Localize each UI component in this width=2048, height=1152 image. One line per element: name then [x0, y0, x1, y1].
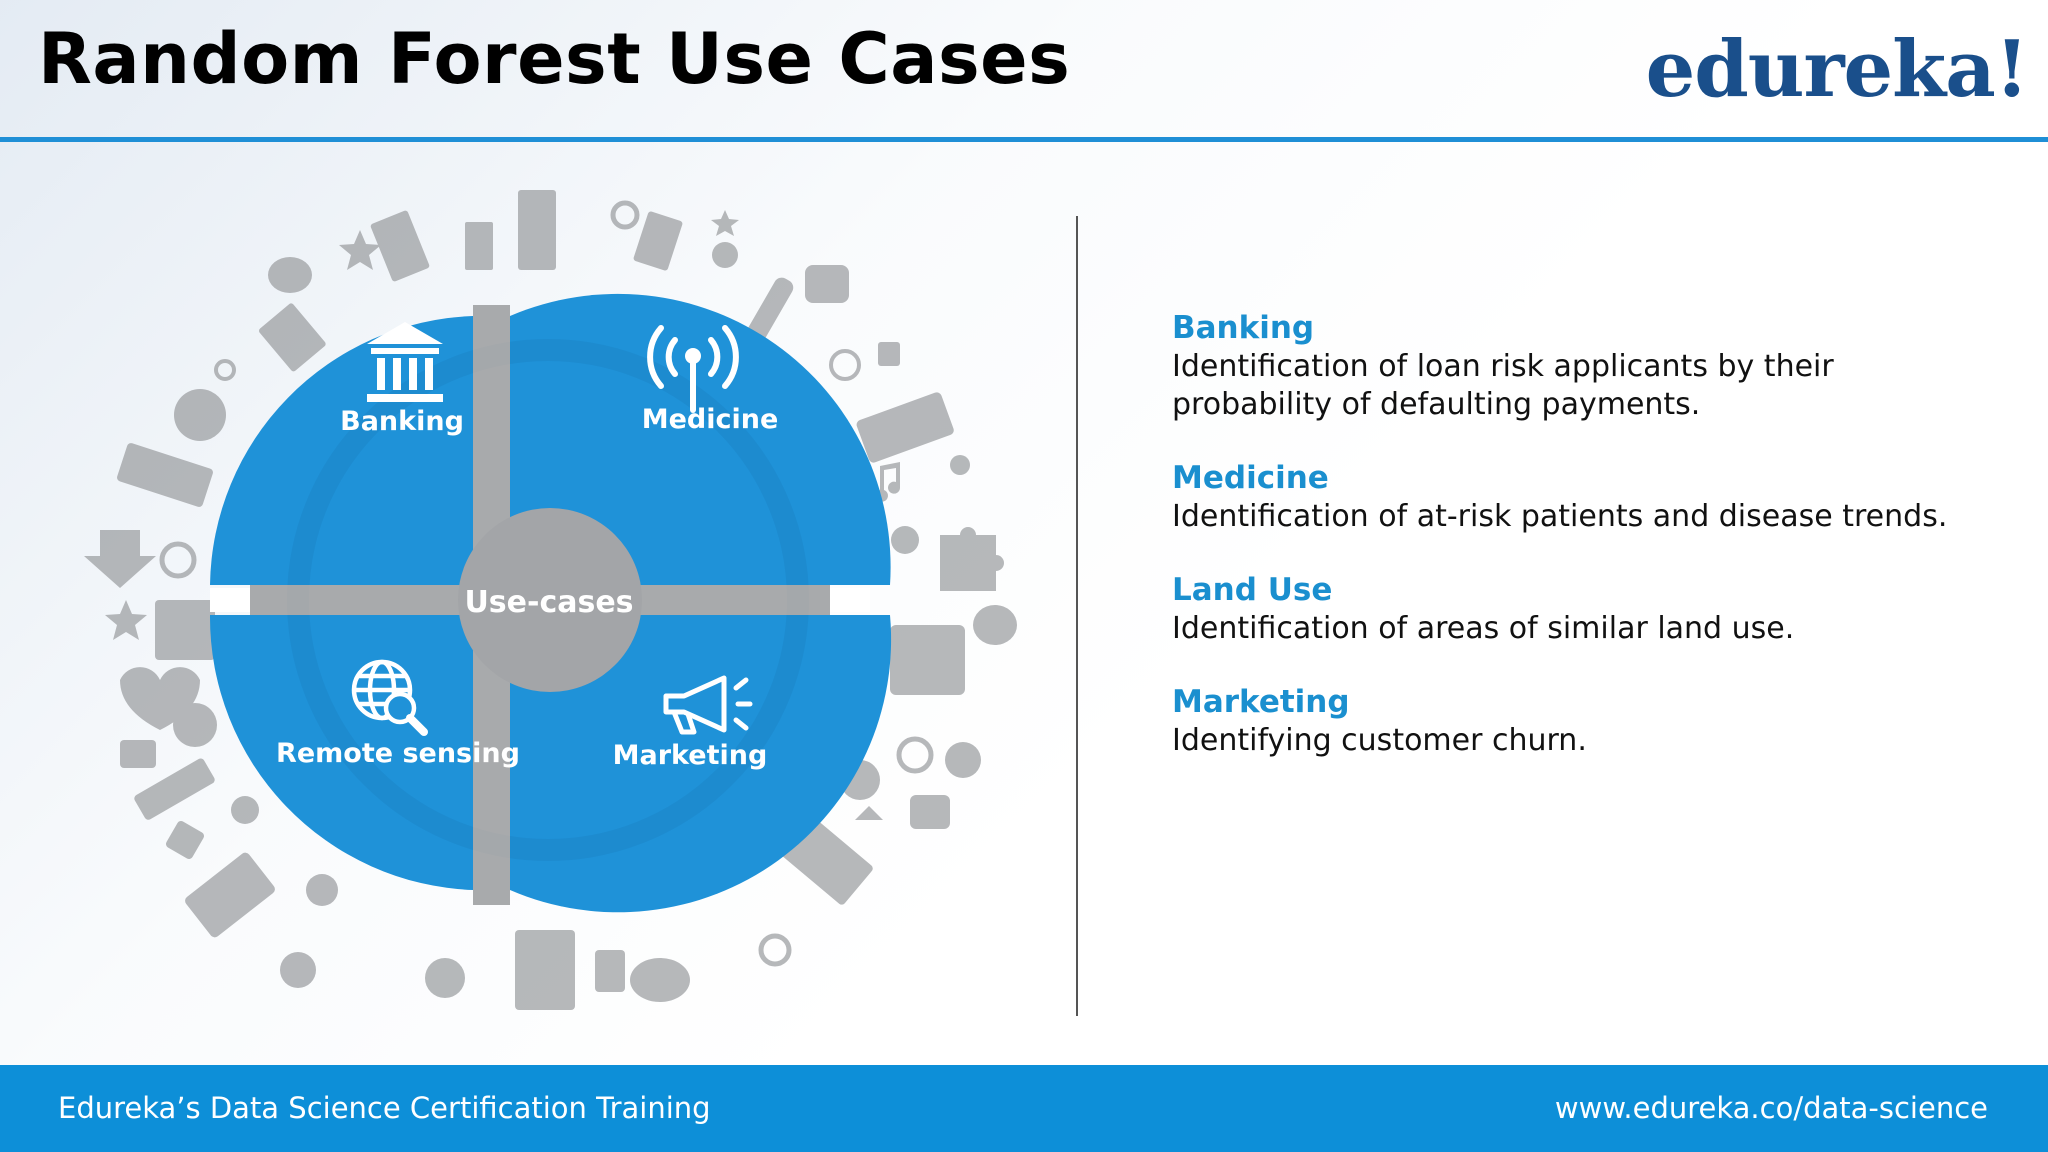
quadrant-label-medicine: Medicine [642, 404, 779, 435]
building-icon [465, 222, 493, 270]
film-reel-icon [173, 703, 217, 747]
use-case-banking: Banking Identification of loan risk appl… [1172, 308, 2032, 424]
bank-icon [367, 322, 443, 402]
megaphone-icon [663, 675, 753, 735]
download-icon [878, 342, 900, 366]
cloud-icon [973, 605, 1017, 645]
calculator-icon [595, 950, 625, 992]
use-case-text: Identification of at-risk patients and d… [1172, 499, 1948, 534]
quadrant-marketing [510, 615, 892, 913]
chat-icon [805, 265, 849, 303]
building-icon [155, 600, 215, 660]
quadrant-disc [209, 293, 892, 913]
clock-icon [214, 359, 236, 381]
music-icon [876, 462, 900, 502]
building-icon [890, 625, 965, 695]
use-case-text: probability of defaulting payments. [1172, 387, 1701, 422]
building-icon [856, 392, 954, 463]
globe-search-icon [351, 659, 428, 736]
building-icon [518, 190, 556, 270]
use-case-text: Identification of loan risk applicants b… [1172, 349, 1834, 384]
chat-icon [910, 795, 950, 829]
drop-icon [950, 455, 970, 475]
use-case-marketing: Marketing Identifying customer churn. [1172, 682, 2032, 760]
keyboard-icon [185, 852, 275, 938]
search-icon [610, 200, 640, 230]
puzzle-icon [940, 527, 1004, 591]
building-icon [633, 211, 683, 271]
stopwatch-icon [896, 736, 934, 774]
use-case-descriptions: Banking Identification of loan risk appl… [1172, 308, 2032, 794]
cloud-icon [630, 958, 690, 1002]
building-icon [134, 758, 215, 820]
footer-bar: Edureka’s Data Science Certification Tra… [0, 1065, 2048, 1152]
use-case-text: Identification of areas of similar land … [1172, 611, 1795, 646]
quadrant-label-marketing: Marketing [613, 740, 768, 771]
star-icon [711, 210, 739, 236]
clock-icon [829, 349, 861, 381]
signal-tower-icon [647, 325, 739, 413]
video-icon [174, 389, 226, 441]
percent-icon [425, 958, 465, 998]
use-cases-diagram: Banking Medicine Remote sensing Marketin… [84, 190, 1017, 1010]
arrow-down-icon [84, 530, 156, 588]
building-icon [515, 930, 575, 1010]
use-case-title: Medicine [1172, 460, 1329, 496]
quadrant-banking [210, 316, 473, 585]
footer-course-name: Edureka’s Data Science Certification Tra… [58, 1091, 711, 1125]
star-icon [105, 600, 147, 640]
quadrant-label-remote-sensing: Remote sensing [276, 738, 520, 769]
slide-title: Random Forest Use Cases [38, 18, 1071, 100]
decorative-icon-ring [84, 190, 1017, 1010]
header-rule [0, 137, 2048, 142]
dollar-icon [231, 796, 259, 824]
use-case-medicine: Medicine Identification of at-risk patie… [1172, 458, 2032, 536]
info-icon [758, 933, 792, 967]
building-icon [746, 277, 794, 343]
share-icon [306, 874, 338, 906]
cross-cap [830, 588, 870, 612]
vertical-divider [1076, 216, 1078, 1016]
footer-url-link[interactable]: www.edureka.co/data-science [1554, 1091, 1988, 1125]
cup-icon [120, 740, 156, 768]
building-icon [117, 443, 213, 507]
star-icon [339, 230, 381, 270]
quadrant-medicine [510, 293, 891, 585]
building-icon [370, 210, 430, 282]
use-case-title: Marketing [1172, 684, 1350, 720]
center-label: Use-cases [464, 585, 633, 620]
gear-icon [891, 526, 919, 554]
arrow-up-icon [855, 806, 883, 820]
use-case-title: Banking [1172, 310, 1315, 346]
cloud-icon [268, 257, 312, 293]
building-icon [259, 303, 326, 372]
gear-icon [280, 952, 316, 988]
center-hub [458, 508, 642, 692]
upload-icon [945, 742, 981, 778]
cross-cap [210, 588, 250, 612]
quadrant-label-banking: Banking [340, 406, 464, 437]
gear-icon [712, 242, 738, 268]
use-case-title: Land Use [1172, 572, 1333, 608]
at-icon [159, 541, 197, 579]
dice-icon [165, 820, 205, 860]
use-case-text: Identifying customer churn. [1172, 723, 1587, 758]
use-case-land-use: Land Use Identification of areas of simi… [1172, 570, 2032, 648]
edureka-logo: edureka! [1645, 24, 2029, 115]
